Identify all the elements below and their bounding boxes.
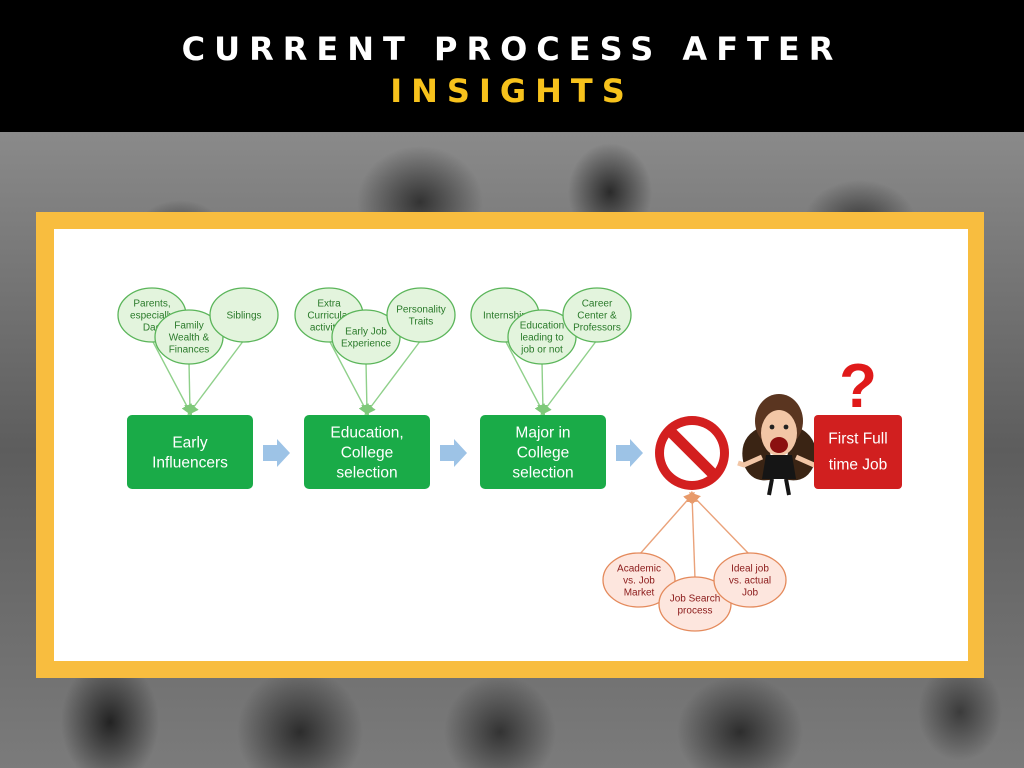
barrier-arrow <box>638 491 695 556</box>
factor-label-line: Siblings <box>226 311 261 322</box>
barrier-label-line: vs. Job <box>623 576 655 587</box>
factor-label-line: Parents, <box>133 299 170 310</box>
woman-body <box>762 455 796 479</box>
barrier-label-line: process <box>677 606 712 617</box>
influence-arrow <box>361 361 373 417</box>
barrier-label-line: Academic <box>617 564 661 575</box>
stage-label-line: College <box>517 444 570 461</box>
factor-label: Internship <box>483 311 527 322</box>
factor-label-line: Career <box>582 299 613 310</box>
barrier-arrow <box>689 491 751 556</box>
influence-arrow <box>364 339 422 416</box>
no-entry-slash <box>668 429 716 477</box>
factor-label-line: activities <box>310 323 348 334</box>
barrier-bubble <box>658 576 732 632</box>
influence-arrow <box>540 339 598 416</box>
stage-label: Education, College selection <box>330 424 403 481</box>
factor-label-line: Extra <box>317 299 341 310</box>
title-line-2: INSIGHTS <box>390 72 634 110</box>
factor-label-line: Internship <box>483 311 527 322</box>
factor-label-line: Early Job <box>345 327 387 338</box>
question-mark: ? <box>839 352 877 421</box>
stage-label-line: selection <box>336 464 397 481</box>
stage-label-line: Influencers <box>152 454 228 471</box>
factor-label-line: Traits <box>409 317 434 328</box>
barrier-label-line: vs. actual <box>729 576 771 587</box>
factor-label-line: Dad <box>143 323 161 334</box>
barrier-label-line: Job <box>742 588 759 599</box>
final-job-label: First Full time Job <box>828 430 887 473</box>
stage-label-line: Major in <box>515 424 570 441</box>
influence-arrow <box>151 339 192 416</box>
barrier-label-line: Job Search <box>670 594 721 605</box>
stage-label-line: College <box>341 444 394 461</box>
influence-arrow <box>187 339 245 416</box>
final-job-label-line: time Job <box>829 456 888 473</box>
barrier-bubble <box>713 552 787 608</box>
factor-label-line: especially <box>130 311 174 322</box>
woman-mouth <box>770 437 788 453</box>
influence-arrow <box>328 339 369 416</box>
factor-label-line: job or not <box>520 345 563 356</box>
woman-face <box>761 410 797 456</box>
barrier-arrow <box>686 490 698 580</box>
factor-label-line: leading to <box>520 333 564 344</box>
factor-label-line: Personality <box>396 305 445 316</box>
influence-arrow <box>184 361 196 417</box>
woman-eye <box>783 424 789 430</box>
flow-arrow <box>440 439 467 467</box>
factor-label-line: Finances <box>169 345 210 356</box>
factor-label-line: Family <box>174 321 203 332</box>
flow-arrow <box>263 439 290 467</box>
stage-label-line: Early <box>172 434 208 451</box>
factor-label-line: Professors <box>573 323 621 334</box>
influence-arrow <box>537 361 549 417</box>
barrier-label-line: Ideal job <box>731 564 769 575</box>
factor-label-line: Center & <box>577 311 617 322</box>
factor-bubble <box>386 287 456 343</box>
final-job-box <box>814 415 902 489</box>
factor-label-line: Education <box>520 321 564 332</box>
title-line-1: CURRENT PROCESS AFTER <box>181 30 843 68</box>
stage-label-line: Education, <box>330 424 403 441</box>
barrier-bubble <box>602 552 676 608</box>
factor-label-line: Experience <box>341 339 391 350</box>
woman-legs <box>767 478 791 496</box>
stage-box-major-selection <box>480 415 606 489</box>
factor-label-line: Curricular <box>307 311 351 322</box>
factor-label-line: Wealth & <box>169 333 210 344</box>
no-entry-icon <box>655 416 729 490</box>
stage-box-education-college <box>304 415 430 489</box>
woman-eye <box>769 424 775 430</box>
factor-label: Siblings <box>226 311 261 322</box>
influence-arrow <box>504 339 545 416</box>
screaming-woman-illustration <box>737 394 821 496</box>
stage-box-early-influencers <box>127 415 253 489</box>
title-banner: CURRENT PROCESS AFTER INSIGHTS <box>0 0 1024 132</box>
final-job-label-line: First Full <box>828 430 887 447</box>
flow-arrow <box>616 439 643 467</box>
stage-label: Major in College selection <box>512 424 573 481</box>
factor-bubble <box>209 287 279 343</box>
stage-label-line: selection <box>512 464 573 481</box>
barrier-label-line: Market <box>624 588 655 599</box>
factor-bubble <box>562 287 632 343</box>
